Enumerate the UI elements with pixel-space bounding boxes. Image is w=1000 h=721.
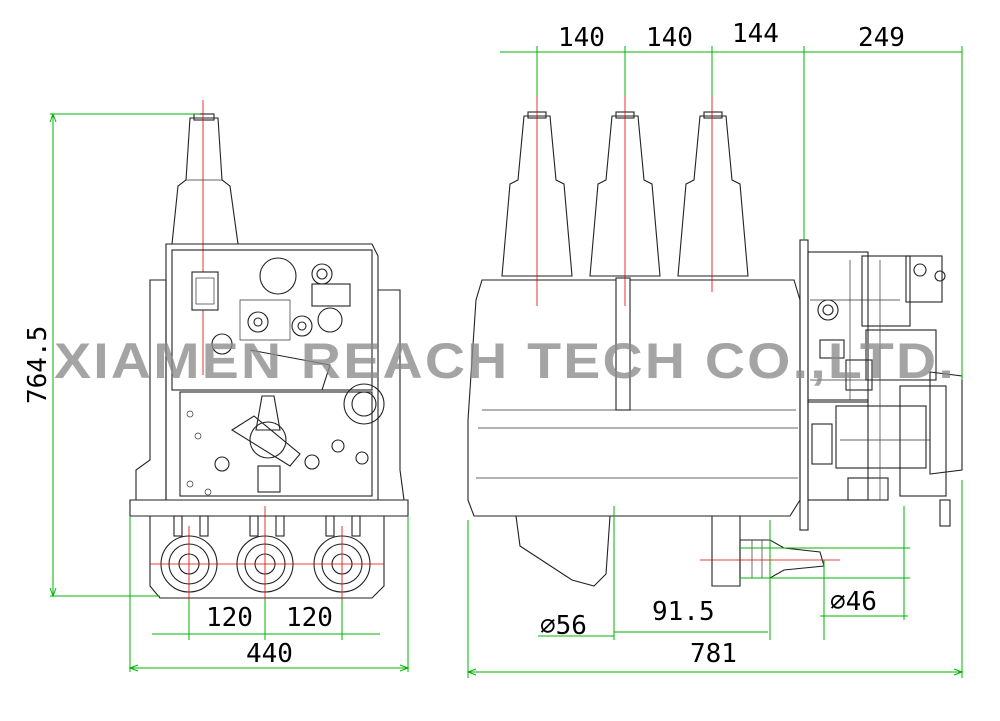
watermark-text: XIAMEN REACH TECH CO.,LTD. bbox=[54, 333, 956, 389]
dim-bottom-120-a: 120 bbox=[206, 603, 253, 633]
dim-diameter-46: ⌀46 bbox=[830, 587, 877, 617]
dim-top-144: 144 bbox=[732, 19, 779, 49]
dim-bottom-120-b: 120 bbox=[286, 603, 333, 633]
dim-top-140-a: 140 bbox=[558, 23, 605, 53]
side-view bbox=[467, 111, 963, 587]
dim-offset-91-5: 91.5 bbox=[652, 597, 715, 627]
dim-height-764-5: 764.5 bbox=[23, 326, 53, 404]
side-view-dimensions bbox=[466, 46, 964, 678]
dim-top-140-b: 140 bbox=[646, 23, 693, 53]
dim-width-781: 781 bbox=[690, 639, 737, 669]
front-view-dimensions bbox=[49, 112, 410, 672]
front-view bbox=[129, 100, 409, 600]
dim-diameter-56: ⌀56 bbox=[540, 611, 587, 641]
side-view-centerlines bbox=[536, 94, 713, 306]
dim-top-249: 249 bbox=[858, 23, 905, 53]
dim-width-440: 440 bbox=[246, 639, 293, 669]
